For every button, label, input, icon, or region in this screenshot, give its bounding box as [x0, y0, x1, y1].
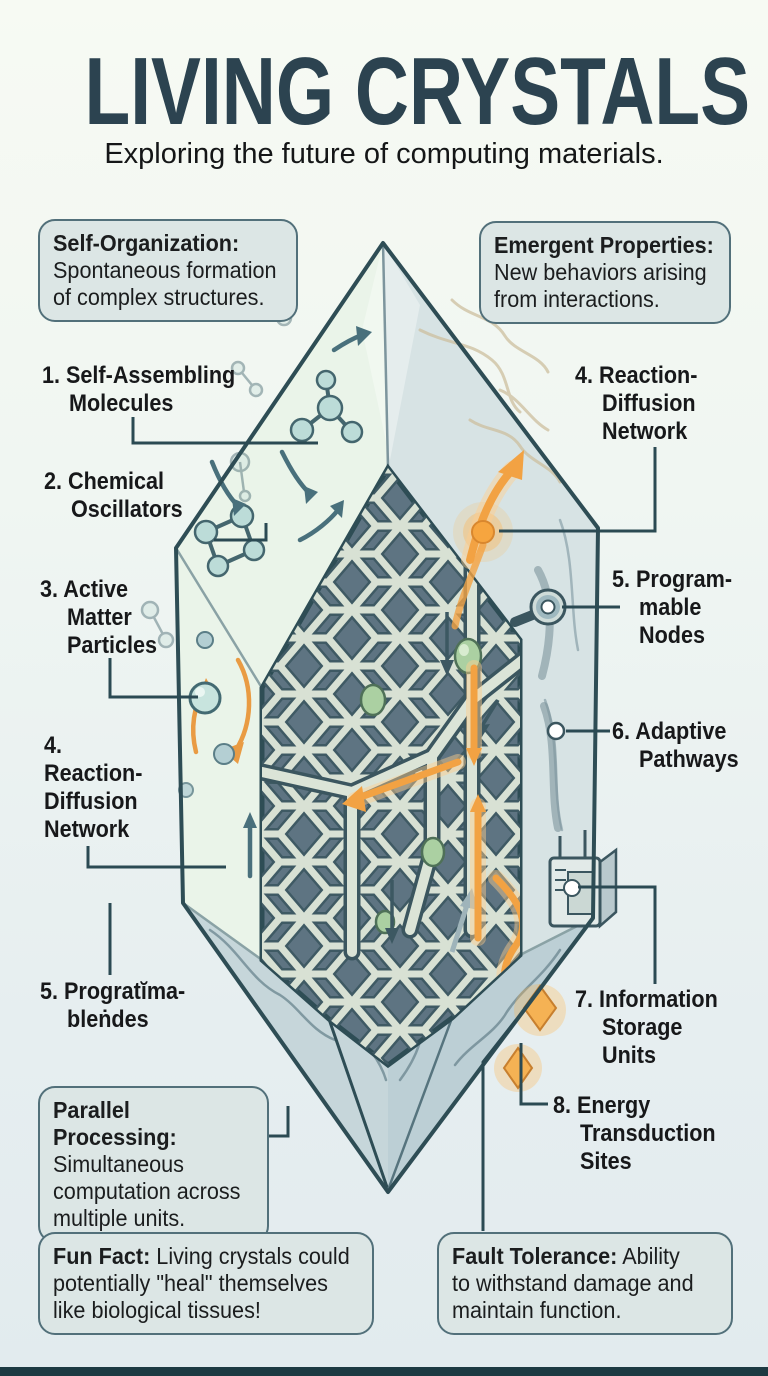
annotation-energy-transduction-sites: 8. Energy Transduction Sites	[553, 1092, 716, 1175]
page-title: LIVING CRYSTALS	[84, 38, 751, 145]
diffusion-arrow-icon	[209, 326, 372, 879]
callout-title: Self-Organization:	[53, 230, 240, 256]
callout-parallel-processing: Parallel Processing: Simultaneous comput…	[38, 1086, 269, 1243]
reaction-diffusion-glow	[451, 450, 524, 630]
annotation-programmable-garbled: 5. Progratĭma- bleṅdes	[40, 978, 186, 1033]
annotation-reaction-diffusion-left: 4. Reaction- Diffusion Network	[44, 732, 143, 843]
callout-self-organization: Self-Organization: Spontaneous formation…	[38, 219, 298, 322]
callout-emergent-properties: Emergent Properties: New behaviors arisi…	[479, 221, 731, 324]
callout-body: New behaviors arising from interactions.	[494, 258, 707, 312]
annotation-self-assembling-molecules: 1. Self-Assembling Molecules	[42, 362, 236, 417]
page-subtitle: Exploring the future of computing materi…	[104, 138, 664, 170]
gray-arrow-icon	[449, 888, 478, 953]
callout-title: Fault Tolerance:	[452, 1243, 618, 1269]
callout-body: Simultaneous computation across multiple…	[53, 1150, 241, 1231]
active-matter-particle-icon	[178, 631, 252, 798]
callout-body: Spontaneous formation of complex structu…	[53, 256, 277, 310]
callout-fun-fact: Fun Fact: Living crystals could potentia…	[38, 1232, 374, 1335]
annotation-adaptive-pathways: 6. Adaptive Pathways	[612, 718, 739, 773]
callout-title: Fun Fact:	[53, 1243, 151, 1269]
annotation-programmable-nodes: 5. Program- mable Nodes	[612, 566, 733, 649]
leader-lines	[86, 417, 657, 1231]
footer-bar	[0, 1367, 768, 1376]
annotation-active-matter-particles: 3. Active Matter Particles	[40, 576, 158, 659]
callout-fault-tolerance: Fault Tolerance: Ability to withstand da…	[437, 1232, 733, 1335]
callout-title: Parallel Processing:	[53, 1097, 177, 1150]
green-node-icon	[359, 637, 483, 935]
programmable-node-icon	[510, 588, 567, 627]
teal-arrow-icon	[385, 612, 500, 944]
crystal-outline	[174, 241, 600, 1194]
callout-body: Living crystals could potentially "heal"…	[53, 1243, 350, 1323]
storage-unit-icon	[548, 830, 618, 929]
annotation-reaction-diffusion-right: 4. Reaction- Diffusion Network	[575, 362, 698, 445]
callout-title: Emergent Properties:	[494, 232, 714, 258]
annotation-chemical-oscillators: 2. Chemical Oscillators	[44, 468, 183, 523]
annotation-information-storage-units: 7. Information Storage Units	[575, 986, 718, 1069]
callout-body: Ability to withstand damage and maintain…	[452, 1243, 694, 1323]
adaptive-pathway-dot	[546, 721, 566, 741]
